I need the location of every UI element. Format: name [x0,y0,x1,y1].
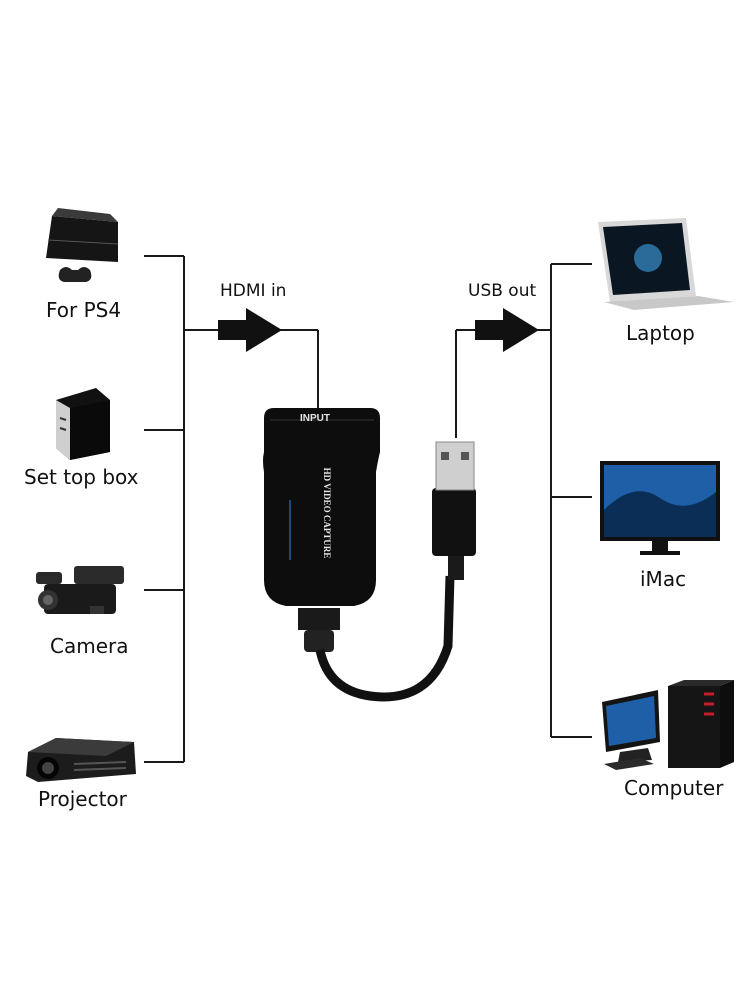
usb-plug-icon [432,441,476,580]
hdmi-in-label: HDMI in [220,281,287,301]
device-label-set-top-box: Set top box [24,465,139,489]
device-label-projector: Projector [38,787,127,811]
video-camera-icon [36,566,124,614]
desktop-computer-icon [602,680,734,770]
device-label-camera: Camera [50,634,129,658]
capture-product-text: HD VIDEO CAPTURE [322,467,332,559]
usb-out-label: USB out [468,281,537,301]
device-label-imac: iMac [640,567,687,591]
device-label-computer: Computer [624,776,724,800]
projector-icon [26,738,136,782]
set-top-box-icon [56,388,110,460]
usb-arrow-icon [475,308,539,352]
game-console-icon [46,208,119,282]
imac-icon [600,461,720,555]
capture-input-port-label: INPUT [300,413,330,424]
device-label-laptop: Laptop [626,321,695,345]
hdmi-arrow-icon [218,308,282,352]
usb-cable [315,575,455,702]
laptop-icon [598,218,734,310]
capture-device-body [263,408,380,652]
device-label-ps4: For PS4 [46,298,122,322]
